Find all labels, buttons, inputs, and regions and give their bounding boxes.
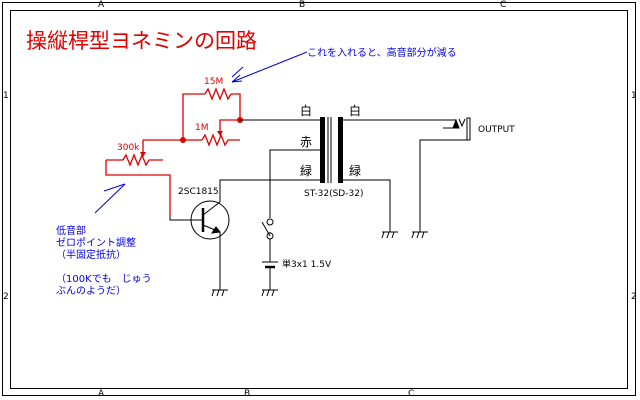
- transformer-lead-primary-top: 白: [300, 104, 313, 118]
- transformer-label: ST-32(SD-32): [304, 189, 364, 199]
- drawing-border-outer: [2, 2, 636, 396]
- output-jack[interactable]: [443, 117, 471, 141]
- zone-label-top-c: C: [500, 0, 507, 10]
- ground-battery: [261, 289, 278, 297]
- ground-symbols: [211, 231, 428, 297]
- transformer-lead-primary-bottom: 緑: [300, 164, 313, 178]
- transistor-2sc1815: [190, 200, 230, 240]
- resistor-15m-label: 15M: [204, 77, 224, 87]
- zone-label-bottom-a: A: [98, 389, 105, 399]
- drawing-border-inner: [10, 10, 628, 389]
- zone-label-top-b: B: [299, 0, 306, 10]
- battery: [262, 252, 278, 270]
- potentiometer-300k: [122, 153, 163, 167]
- wiring: [169, 119, 467, 290]
- high-cut-annotation: これを入れると、高音部分が減る: [307, 48, 457, 59]
- transformer-lead-primary-mid: 赤: [300, 135, 313, 149]
- transformer-lead-secondary-top: 白: [349, 104, 362, 118]
- annotation-arrow-left: [94, 183, 126, 214]
- zone-label-bottom-b: B: [244, 389, 251, 399]
- power-switch[interactable]: [261, 218, 274, 240]
- output-jack-label: OUTPUT: [478, 125, 515, 135]
- potentiometer-300k-label: 300k: [117, 143, 140, 153]
- transformer-lead-secondary-bottom: 緑: [349, 164, 362, 178]
- zone-label-right-1: 1: [631, 91, 637, 101]
- ground-output: [411, 231, 428, 239]
- transistor-label: 2SC1815: [178, 187, 219, 197]
- resistor-1m-label: 1M: [195, 123, 209, 133]
- zone-label-bottom-c: C: [408, 389, 415, 399]
- transformer: [320, 117, 348, 183]
- wiper-arrows: [140, 131, 223, 157]
- annotation-arrow-top: [231, 51, 308, 83]
- zone-label-left-1: 1: [3, 91, 9, 101]
- ground-secondary: [381, 231, 398, 239]
- zone-label-left-2: 2: [3, 292, 9, 302]
- resistor-15m: [204, 87, 232, 101]
- diagram-title: 操縦桿型ヨネミンの回路: [26, 29, 257, 53]
- battery-label: 単3x1 1.5V: [282, 260, 332, 270]
- zone-label-right-2: 2: [631, 292, 637, 302]
- bass-adjust-annotation: 低音部 ゼロポイント調整 （半固定抵抗） （100Kでも じゅう ぶんのようだ）: [56, 226, 152, 297]
- resistor-1m: [201, 133, 240, 147]
- ground-emitter: [211, 289, 228, 297]
- zone-label-top-a: A: [98, 0, 105, 10]
